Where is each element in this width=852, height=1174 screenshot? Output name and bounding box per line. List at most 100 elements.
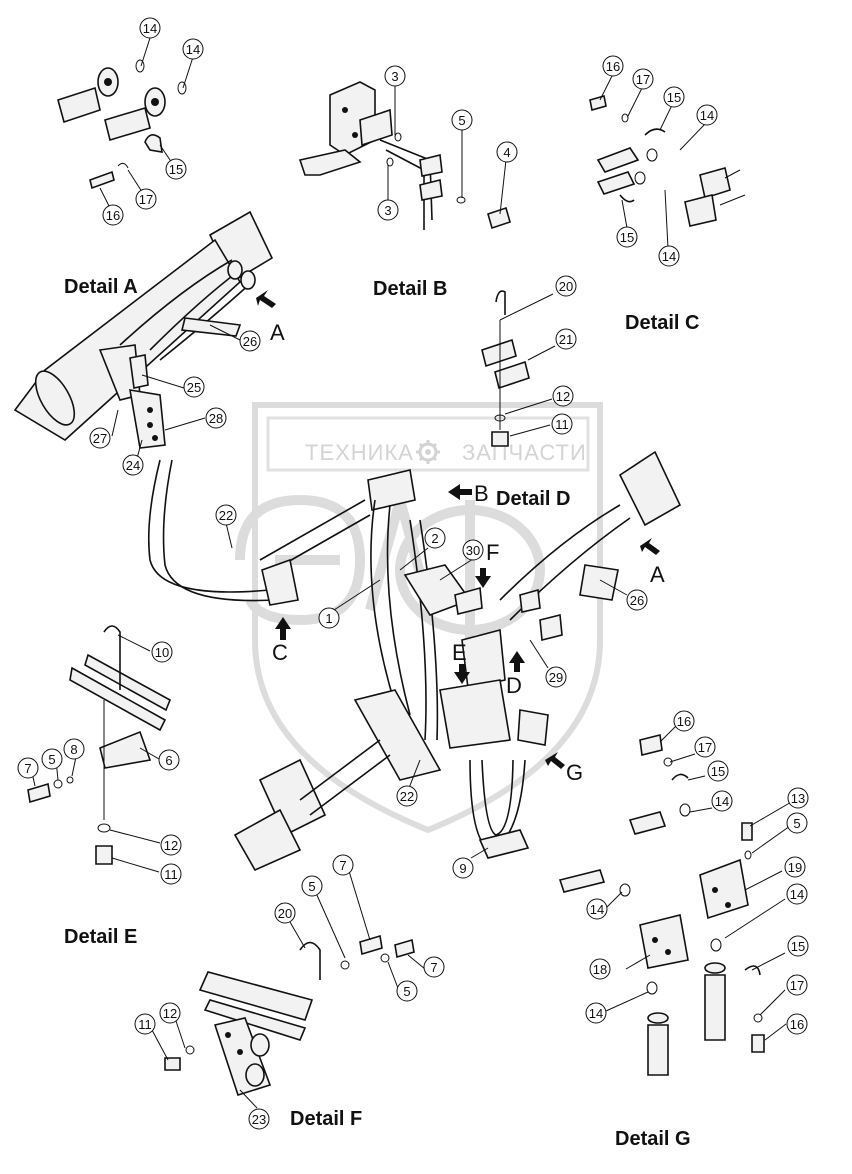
detail-a-title: Detail A <box>64 276 138 298</box>
callout: 18 <box>589 958 611 980</box>
callout: 7 <box>423 956 445 978</box>
callout: 17 <box>786 974 808 996</box>
callout: 15 <box>707 760 729 782</box>
detail-e-parts <box>27 625 172 865</box>
callout-number: 22 <box>219 508 233 523</box>
callout-number: 11 <box>555 417 569 432</box>
detail-b-parts <box>298 81 511 230</box>
callout-number: 14 <box>589 1006 603 1021</box>
callout-number: 28 <box>209 411 223 426</box>
callout-number: 8 <box>70 742 77 757</box>
callout-number: 15 <box>620 230 634 245</box>
callout: 14 <box>696 104 718 126</box>
callout: 16 <box>786 1013 808 1035</box>
callout-number: 1 <box>325 611 332 626</box>
view-arrow-f-label: F <box>486 540 499 565</box>
callout: 5 <box>451 109 473 131</box>
callout: 7 <box>17 757 39 779</box>
watermark-word-left: ТЕХНИКА <box>305 440 414 465</box>
callout: 11 <box>551 413 573 435</box>
callout: 5 <box>396 980 418 1002</box>
callout-number: 16 <box>106 208 120 223</box>
callout-number: 21 <box>559 332 573 347</box>
callout-number: 5 <box>458 113 465 128</box>
callout: 2 <box>424 527 446 549</box>
callout: 5 <box>301 875 323 897</box>
callout: 13 <box>787 787 809 809</box>
callout-number: 14 <box>662 249 676 264</box>
detail-f-title: Detail F <box>290 1108 363 1130</box>
callout-number: 14 <box>186 42 200 57</box>
callout-number: 13 <box>791 791 805 806</box>
callout-number: 11 <box>138 1017 152 1032</box>
main-assembly <box>147 450 682 872</box>
callout: 17 <box>632 68 654 90</box>
callout: 17 <box>694 736 716 758</box>
callout: 9 <box>452 857 474 879</box>
detail-c-title: Detail C <box>625 312 700 334</box>
callout: 4 <box>496 141 518 163</box>
callout: 25 <box>183 376 205 398</box>
callout-number: 3 <box>384 203 391 218</box>
callout-number: 15 <box>667 90 681 105</box>
detail-d-parts <box>481 290 530 447</box>
callout: 12 <box>159 1002 181 1024</box>
callout: 14 <box>585 1002 607 1024</box>
callout: 6 <box>158 749 180 771</box>
callouts: 14 14 15 17 16 3 3 5 4 16 17 15 14 15 14… <box>17 17 809 1130</box>
view-arrow-a-label-2: A <box>650 562 665 587</box>
callout-number: 5 <box>48 752 55 767</box>
bracket-24 <box>98 344 166 449</box>
callout: 29 <box>545 666 567 688</box>
callout-number: 12 <box>164 838 178 853</box>
callout-number: 7 <box>430 960 437 975</box>
callout-number: 5 <box>403 984 410 999</box>
callout: 15 <box>165 158 187 180</box>
boom-cylinder <box>13 210 274 441</box>
callout-number: 23 <box>252 1112 266 1127</box>
callout: 11 <box>160 863 182 885</box>
callout-number: 30 <box>466 543 480 558</box>
callout-number: 15 <box>711 764 725 779</box>
callout-number: 14 <box>790 887 804 902</box>
callout: 30 <box>462 539 484 561</box>
callout-number: 5 <box>308 879 315 894</box>
callout: 3 <box>384 65 406 87</box>
callout: 14 <box>711 790 733 812</box>
callout: 22 <box>396 785 418 807</box>
callout-number: 2 <box>431 531 438 546</box>
callout: 20 <box>555 275 577 297</box>
view-arrow-e-label: E <box>452 640 467 665</box>
callout: 15 <box>663 86 685 108</box>
pipe-fitting-lower <box>104 81 187 142</box>
callout: 16 <box>602 55 624 77</box>
callout: 12 <box>160 834 182 856</box>
callout-number: 26 <box>630 593 644 608</box>
callout-number: 25 <box>187 380 201 395</box>
callout: 21 <box>555 328 577 350</box>
callout: 8 <box>63 738 85 760</box>
detail-g-title: Detail G <box>615 1128 691 1150</box>
watermark-word-right: ЗАПЧАСТИ <box>462 440 587 465</box>
callout: 14 <box>658 245 680 267</box>
detail-d-title: Detail D <box>496 488 571 510</box>
callout-number: 15 <box>791 939 805 954</box>
callout-number: 18 <box>593 962 607 977</box>
callout-number: 16 <box>606 59 620 74</box>
callout-number: 29 <box>549 670 563 685</box>
callout-number: 7 <box>24 761 31 776</box>
callout: 16 <box>102 204 124 226</box>
callout-number: 6 <box>165 753 172 768</box>
view-arrow-a-label-1: A <box>270 320 285 345</box>
detail-b-title: Detail B <box>373 278 448 300</box>
callout-number: 14 <box>700 108 714 123</box>
callout-number: 17 <box>698 740 712 755</box>
callout: 5 <box>41 748 63 770</box>
view-arrow-g-label: G <box>566 760 583 785</box>
callout-number: 7 <box>339 858 346 873</box>
callout: 28 <box>205 407 227 429</box>
callout-number: 17 <box>636 72 650 87</box>
callout: 3 <box>377 199 399 221</box>
callout: 16 <box>673 710 695 732</box>
